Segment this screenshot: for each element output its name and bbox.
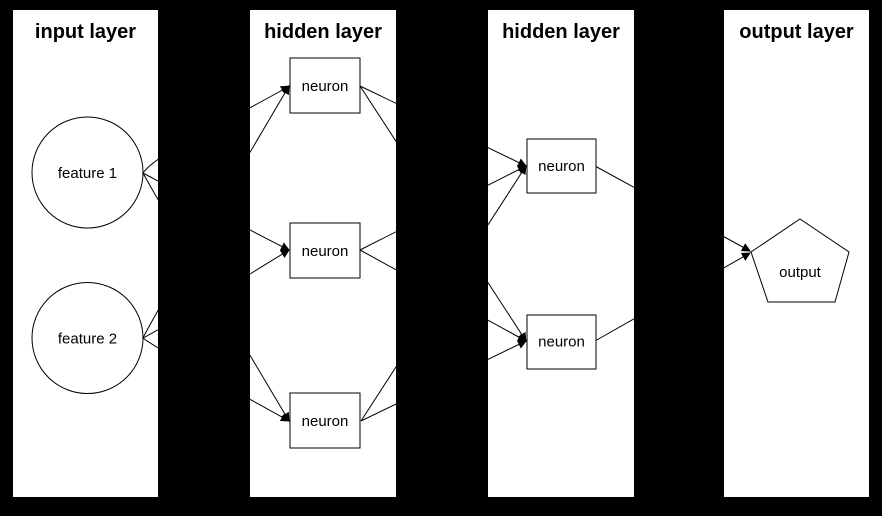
node-feature2: feature 2	[31, 282, 144, 394]
node-output: output	[750, 218, 850, 303]
edge-feature2-h1n3	[142, 337, 290, 422]
edge-feature2-h1n1	[142, 85, 290, 339]
output-pentagon	[750, 218, 850, 303]
output-label: output	[779, 264, 822, 281]
feature1-label: feature 1	[58, 165, 117, 182]
h1n3-label: neuron	[302, 413, 349, 430]
node-h1n3: neuron	[289, 392, 361, 449]
h1n3-rect	[289, 392, 361, 449]
h1n2-label: neuron	[302, 243, 349, 260]
h2n1-rect	[526, 138, 597, 194]
output-layer-title: output layer	[739, 21, 854, 43]
hidden-layer-1-title: hidden layer	[264, 21, 382, 43]
edge-h2n1-output	[594, 165, 751, 252]
edge-h1n2-h2n2	[359, 249, 527, 342]
feature1-circle	[31, 116, 144, 229]
h2n2-rect	[526, 314, 597, 370]
hidden-layer-2-title: hidden layer	[502, 21, 620, 43]
edge-h1n3-h2n1	[360, 165, 527, 422]
h2n2-label: neuron	[538, 334, 585, 351]
node-h1n2: neuron	[289, 222, 361, 279]
input-layer-panel	[13, 10, 158, 497]
edge-group	[142, 85, 751, 422]
h1n1-rect	[289, 57, 361, 114]
edge-feature1-h1n1	[142, 85, 290, 174]
hidden-layer-2-panel	[488, 10, 634, 497]
edge-feature1-h1n3	[142, 172, 290, 422]
edge-feature1-h1n2	[142, 172, 290, 251]
edge-h1n3-h2n2	[360, 340, 527, 422]
h1n2-rect	[289, 222, 361, 279]
node-h1n1: neuron	[289, 57, 361, 114]
edge-feature2-h1n2	[142, 249, 290, 339]
node-h2n1: neuron	[526, 138, 597, 194]
edge-h1n1-h2n2	[359, 85, 527, 342]
feature2-label: feature 2	[58, 331, 117, 348]
node-h2n2: neuron	[526, 314, 597, 370]
edge-h2n2-output	[594, 252, 751, 342]
input-layer-title: input layer	[35, 21, 136, 43]
h2n1-label: neuron	[538, 158, 585, 175]
edge-h1n1-h2n1	[359, 85, 527, 167]
edge-h1n2-h2n1	[359, 165, 527, 251]
feature2-circle	[31, 282, 144, 394]
h1n1-label: neuron	[302, 78, 349, 95]
node-feature1: feature 1	[31, 116, 144, 229]
